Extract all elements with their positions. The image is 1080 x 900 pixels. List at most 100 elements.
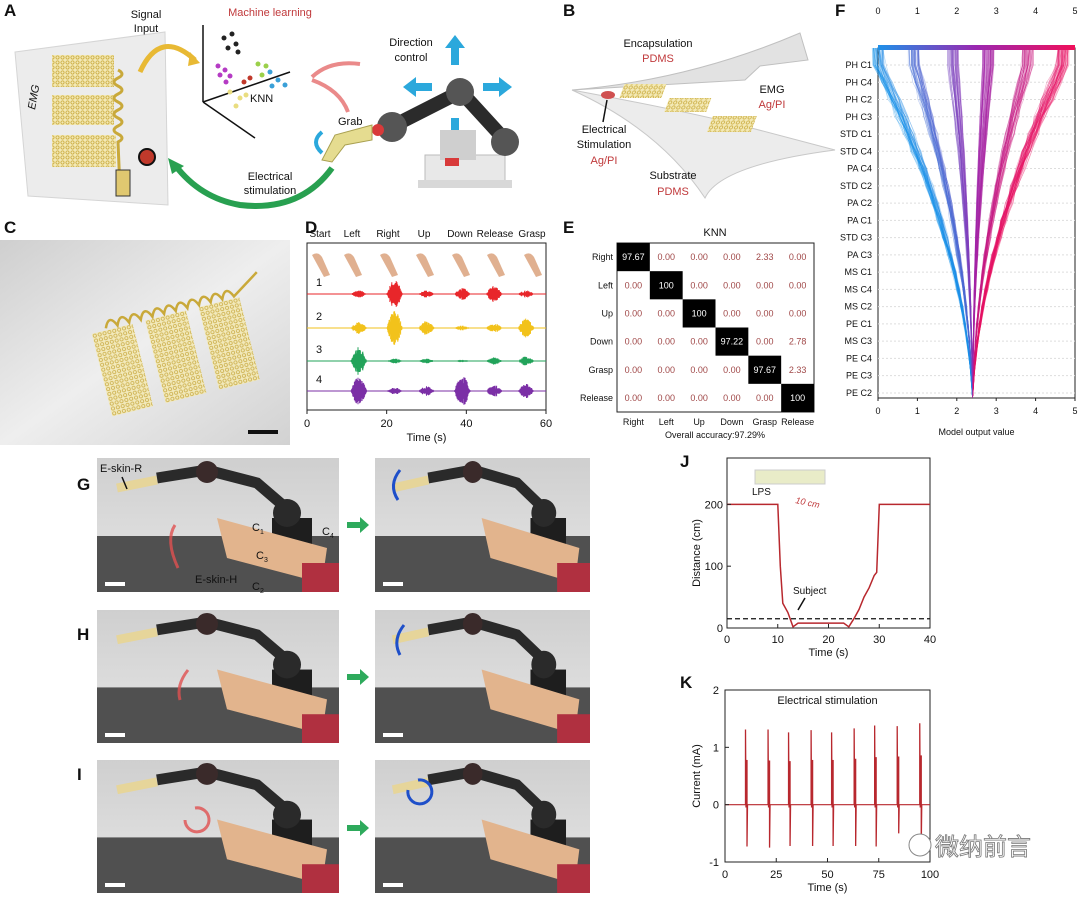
decision-path: [972, 48, 993, 399]
decision-path: [972, 47, 1066, 399]
emg-burst: [350, 377, 367, 405]
decision-path: [972, 48, 1029, 399]
decision-path: [972, 47, 1059, 399]
decision-path: [908, 47, 973, 399]
decision-path: [972, 47, 991, 399]
accuracy-footer: Overall accuracy:97.29%: [665, 430, 765, 440]
machine-learning-label: Machine learning: [228, 7, 312, 19]
decision-path: [972, 48, 1025, 399]
decision-path: [972, 47, 1059, 399]
transition-arrow: [347, 669, 369, 685]
emg-burst: [454, 377, 471, 405]
decision-path: [972, 47, 992, 399]
decision-path: [972, 47, 1027, 399]
decision-path: [972, 48, 1026, 399]
matrix-cell-value: 0.00: [657, 393, 675, 403]
decision-path: [972, 47, 1033, 399]
matrix-cell-value: 2.78: [789, 337, 807, 347]
decision-path: [954, 48, 973, 399]
top-tick-label: 3: [994, 6, 999, 16]
motion-arrow-blue: [395, 624, 406, 656]
decision-path: [972, 48, 1065, 399]
decision-path: [972, 47, 994, 399]
decision-path: [972, 48, 995, 399]
emg-burst: [486, 286, 503, 302]
decision-path: [972, 48, 1025, 399]
matrix-cell-value: 0.00: [723, 280, 741, 290]
decision-path: [876, 48, 973, 399]
top-tick-label: 0: [875, 6, 880, 16]
decision-path: [972, 48, 1029, 399]
signal-input-label: Input: [134, 23, 158, 35]
decision-path: [914, 48, 973, 399]
decision-path: [917, 47, 973, 399]
decision-path: [951, 47, 973, 399]
decision-path: [914, 47, 973, 399]
decision-path: [956, 48, 973, 399]
matrix-cell: [781, 383, 814, 412]
knn-feature-space: [202, 25, 291, 139]
y-tick-label: 0: [717, 623, 723, 635]
row-label: Down: [590, 337, 613, 347]
decision-path: [877, 47, 973, 399]
hand-gesture-photo: [452, 253, 470, 277]
decision-path: [972, 48, 985, 399]
matrix-cell-value: 0.00: [723, 308, 741, 318]
decision-path: [875, 47, 973, 399]
decision-path: [952, 48, 973, 399]
decision-path: [951, 47, 973, 399]
decision-path: [972, 48, 992, 399]
decision-path: [911, 48, 973, 399]
decision-path: [972, 47, 1060, 399]
decision-path: [911, 48, 973, 399]
decision-path: [878, 47, 973, 399]
panel-h-photos: H: [77, 610, 590, 743]
decision-path: [972, 47, 1026, 399]
decision-path: [873, 48, 973, 399]
stimulation-label: Electrical: [582, 124, 627, 136]
decision-path: [972, 48, 1029, 399]
decision-path: [972, 47, 988, 399]
decision-path: [972, 48, 994, 399]
x-tick-label: 75: [873, 869, 885, 881]
decision-path: [972, 47, 987, 399]
decision-path: [972, 48, 985, 399]
feature-label: STD C1: [840, 129, 872, 139]
stimulation-pulse: [810, 730, 814, 846]
decision-path: [951, 48, 973, 399]
decision-path: [972, 48, 1025, 399]
hand-gesture-photo: [487, 253, 505, 277]
emg-burst: [418, 386, 435, 396]
matrix-cell-value: 0.00: [723, 252, 741, 262]
decision-path: [972, 47, 1027, 399]
watermark-text: 微纳前言: [935, 833, 1031, 861]
hand-gesture-photo: [524, 253, 542, 277]
scale-bar: [248, 430, 278, 434]
substrate-label: Substrate: [649, 170, 696, 182]
feature-label: PE C3: [846, 371, 872, 381]
decision-path: [972, 47, 986, 399]
decision-path: [948, 48, 973, 399]
decision-path: [972, 47, 992, 399]
chart-title: Electrical stimulation: [777, 695, 877, 707]
decision-path: [879, 47, 973, 399]
transition-arrow: [347, 517, 369, 533]
decision-path: [948, 48, 973, 399]
decision-path: [954, 48, 973, 399]
decision-path: [972, 48, 1063, 399]
decision-path: [972, 47, 1060, 399]
decision-path: [972, 48, 986, 399]
decision-path: [972, 48, 1059, 399]
distance-line: [727, 503, 930, 629]
emg-electrode: [52, 95, 114, 125]
decision-path: [972, 48, 1065, 399]
decision-path: [972, 48, 1027, 399]
encapsulation-material: PDMS: [642, 53, 674, 65]
decision-path: [880, 48, 973, 399]
photo-h-before: [97, 610, 339, 743]
decision-path: [972, 48, 1027, 399]
decision-path: [875, 47, 973, 399]
